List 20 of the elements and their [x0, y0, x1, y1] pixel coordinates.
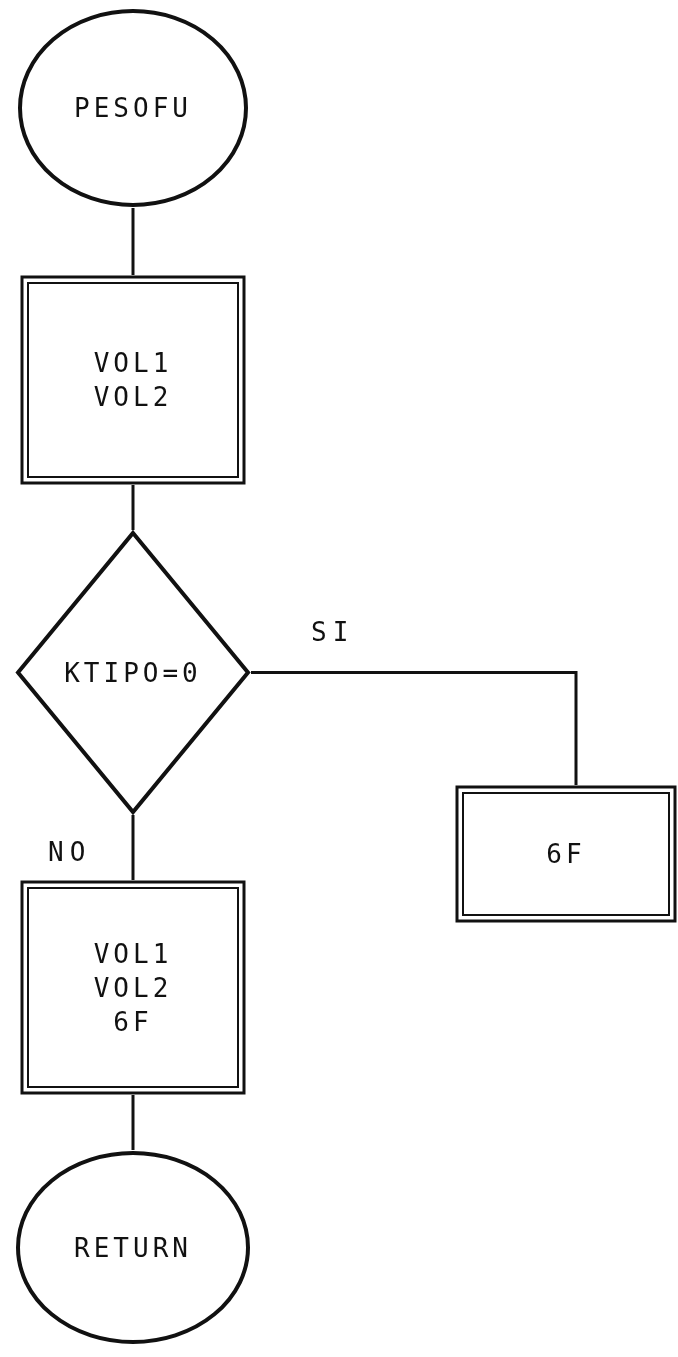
node-text: VOL1	[93, 937, 173, 971]
node-text: KTIPO=0	[64, 656, 202, 690]
process-box	[20, 275, 246, 485]
connector-line	[131, 208, 135, 275]
node-text: VOL2	[93, 971, 173, 1005]
node-text: VOL2	[93, 381, 173, 414]
decision-diamond	[15, 530, 251, 815]
connector-line	[131, 1095, 135, 1150]
process-box	[455, 785, 677, 923]
node-text: 6F	[113, 1005, 153, 1039]
process-box	[20, 880, 246, 1095]
node-text: PESOFU	[74, 92, 192, 125]
connector-line	[131, 485, 135, 530]
node-text: VOL1	[93, 347, 173, 380]
node-text: RETURN	[74, 1231, 192, 1265]
connector-line	[131, 815, 135, 880]
node-text: 6F	[546, 838, 586, 871]
terminal-ellipse	[17, 8, 249, 208]
terminal-ellipse	[15, 1150, 251, 1345]
connector-line	[251, 671, 578, 785]
